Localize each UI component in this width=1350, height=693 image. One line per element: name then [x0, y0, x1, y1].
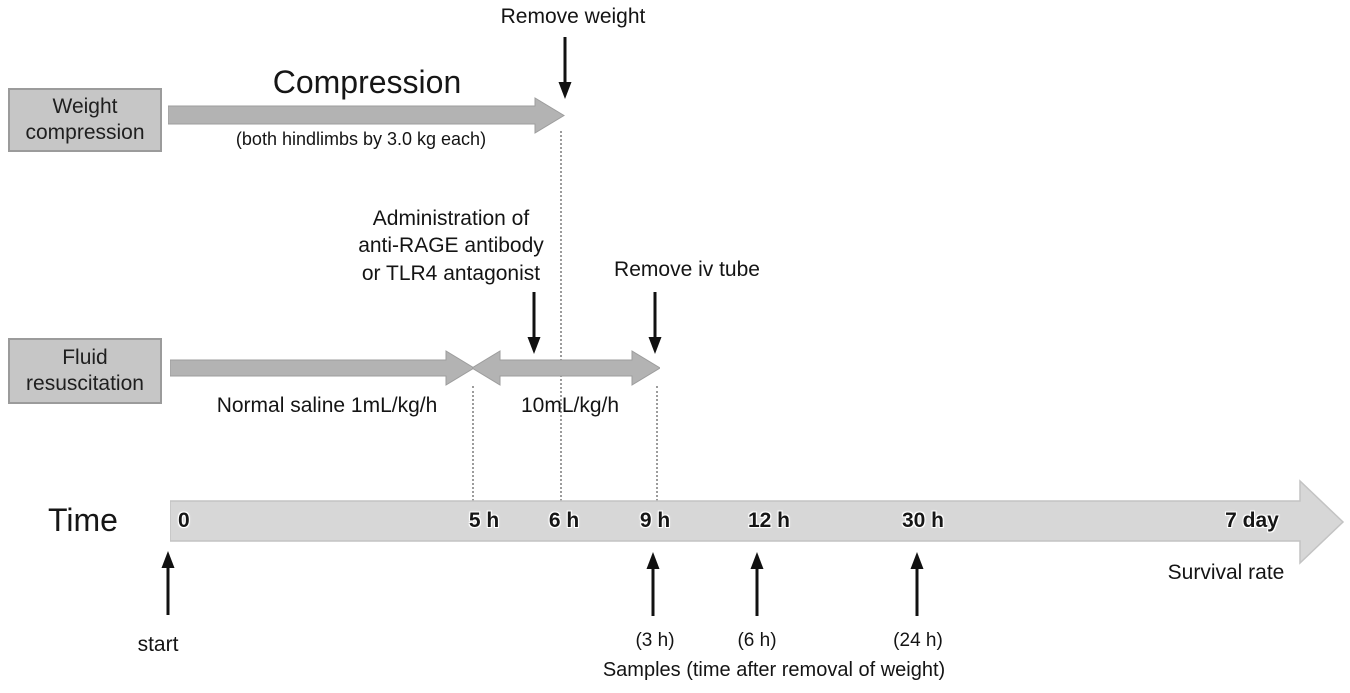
sample-time-24h: (24 h) [893, 630, 943, 651]
dotted-line-6h [560, 131, 562, 501]
weight-compression-box: Weight compression [8, 88, 162, 152]
start-label: start [137, 633, 179, 656]
sample-time-6h: (6 h) [737, 630, 777, 651]
start-up-arrow-icon [161, 551, 175, 615]
saline-arrow [170, 350, 474, 386]
saline-rate-label: Normal saline 1mL/kg/h [216, 394, 438, 417]
compression-arrow [168, 97, 565, 134]
sample-24h-up-arrow-icon [910, 552, 924, 616]
tick-6h: 6 h [548, 509, 580, 532]
time-axis-label: Time [48, 502, 118, 538]
administration-down-arrow-icon [527, 292, 541, 354]
fluid-resuscitation-box-label: Fluid resuscitation [26, 345, 144, 395]
tick-0: 0 [178, 509, 190, 532]
remove-weight-down-arrow-icon [558, 37, 572, 99]
high-rate-double-arrow [472, 350, 660, 386]
tick-30h: 30 h [901, 509, 945, 532]
dotted-line-5h [472, 386, 474, 501]
remove-weight-label: Remove weight [500, 5, 646, 28]
time-axis-arrow [170, 479, 1345, 565]
compression-subtitle: (both hindlimbs by 3.0 kg each) [235, 129, 487, 149]
remove-iv-down-arrow-icon [648, 292, 662, 354]
high-rate-label: 10mL/kg/h [520, 394, 620, 417]
tick-12h: 12 h [747, 509, 791, 532]
tick-9h: 9 h [639, 509, 671, 532]
sample-time-3h: (3 h) [635, 630, 675, 651]
tick-5h: 5 h [468, 509, 500, 532]
sample-6h-up-arrow-icon [750, 552, 764, 616]
samples-caption: Samples (time after removal of weight) [602, 659, 946, 681]
fluid-resuscitation-box: Fluid resuscitation [8, 338, 162, 404]
sample-3h-up-arrow-icon [646, 552, 660, 616]
compression-title: Compression [272, 64, 462, 100]
administration-label: Administration of anti-RAGE antibody or … [358, 207, 544, 285]
survival-rate-label: Survival rate [1167, 561, 1285, 584]
tick-7day: 7 day [1225, 509, 1279, 532]
weight-compression-box-label: Weight compression [25, 94, 145, 144]
dotted-line-9h [656, 386, 658, 501]
remove-iv-label: Remove iv tube [614, 258, 760, 281]
